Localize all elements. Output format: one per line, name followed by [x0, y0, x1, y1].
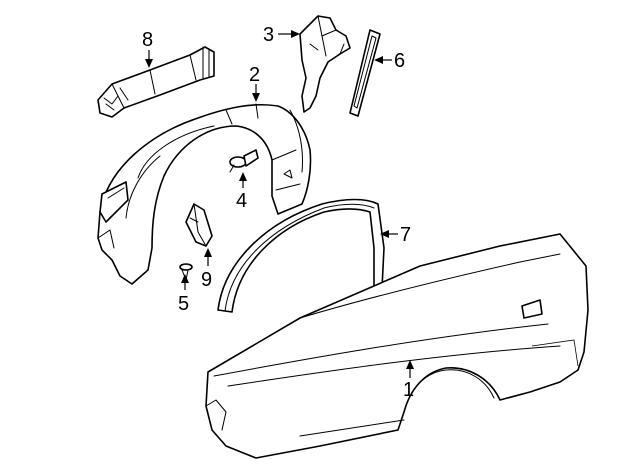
air-duct-part [97, 46, 215, 118]
callout-5: 5 [178, 293, 189, 315]
screw-part [179, 263, 193, 281]
callout-8: 8 [142, 29, 153, 51]
callout-9: 9 [201, 269, 212, 291]
splash-bracket-part [299, 15, 351, 113]
wheelhouse-liner-part [97, 103, 312, 285]
callout-2: 2 [249, 64, 260, 86]
callout-4: 4 [236, 190, 247, 212]
callout-6: 6 [394, 50, 405, 72]
push-clip-part [229, 149, 259, 173]
leader-lines [145, 30, 414, 378]
mounting-bracket-part [185, 203, 213, 247]
callout-7: 7 [400, 224, 411, 246]
fender-part [205, 233, 589, 459]
trim-strip-part [349, 29, 381, 117]
callout-1: 1 [403, 379, 414, 401]
callout-labels: 1 2 3 4 5 6 7 8 9 [142, 24, 414, 401]
callout-3: 3 [263, 24, 274, 46]
